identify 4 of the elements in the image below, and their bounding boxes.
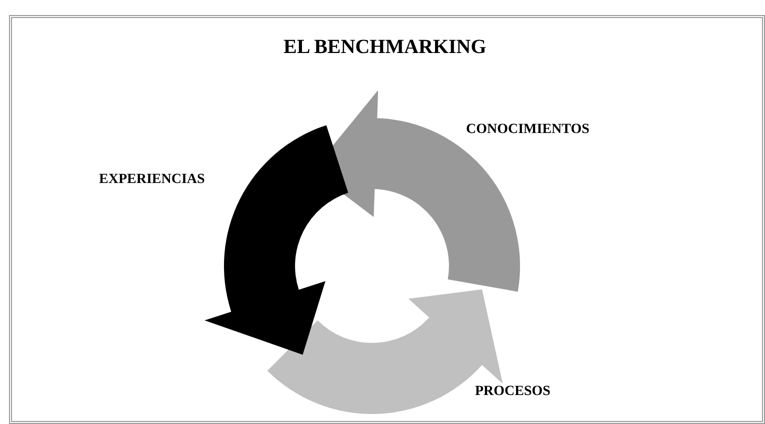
segment-label: EXPERIENCIAS [99, 172, 205, 188]
segment-label: CONOCIMIENTOS [466, 122, 590, 138]
diagram-title: EL BENCHMARKING [284, 36, 486, 59]
segment-label: PROCESOS [475, 384, 550, 400]
